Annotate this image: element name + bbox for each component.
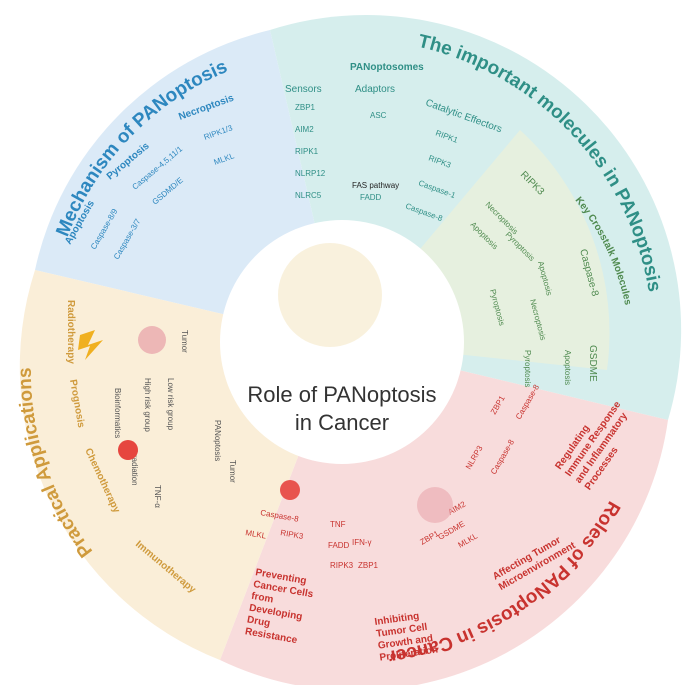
- center-title-line1: Role of PANoptosis: [247, 382, 436, 407]
- adaptors-title: Adaptors: [355, 84, 395, 95]
- gsdme-label-2: Apoptosis: [563, 350, 572, 385]
- adaptor-2: FAS pathway: [352, 181, 399, 190]
- app-label-tumor-1: Tumor: [180, 330, 189, 353]
- capsule-icon: [280, 480, 300, 500]
- center-title-line2: in Cancer: [295, 410, 389, 435]
- tumor-cluster-icon: [417, 487, 453, 523]
- app-label-low-risk: Low risk group: [166, 378, 175, 431]
- role4-title-3: from: [250, 591, 274, 606]
- crosstalk-gsdme: GSDME: [587, 345, 598, 382]
- sensor-4: NLRP12: [295, 169, 326, 178]
- sensors-title: Sensors: [285, 84, 322, 95]
- red-star-icon: [118, 440, 138, 460]
- sensor-1: ZBP1: [295, 103, 316, 112]
- app-label-tumor-2: Tumor: [228, 460, 237, 483]
- lightning-icon: [78, 330, 103, 360]
- adaptor-1: ASC: [370, 111, 387, 120]
- adaptor-3: FADD: [360, 193, 382, 202]
- role3-item-5: RIPK3: [330, 561, 354, 570]
- role3-item-2: IFN-γ: [352, 538, 372, 547]
- app-label-panoptosis: PANoptosis: [213, 420, 222, 461]
- role3-item-3: FADD: [328, 541, 350, 550]
- tumor-icon: [138, 326, 166, 354]
- role4-item-3: RIPK3: [280, 528, 305, 541]
- panoptosomes-title: PANoptosomes: [350, 62, 424, 73]
- sensor-2: AIM2: [295, 125, 314, 134]
- role3-item-1: TNF: [330, 520, 346, 529]
- app-label-tnf: TNF-α: [153, 485, 162, 508]
- gsdme-label-1: Pyroptosis: [523, 350, 532, 387]
- role4-title-5: Drug: [246, 614, 271, 629]
- sensor-5: NLRC5: [295, 191, 322, 200]
- app-label-irradiation: Irradiation: [130, 450, 139, 486]
- role4-item-2: MLKL: [245, 528, 268, 541]
- sensor-3: RIPK1: [295, 147, 319, 156]
- center-cell-icon: [278, 243, 382, 347]
- role3-item-4: ZBP1: [358, 561, 379, 570]
- app-item-radiotherapy: Radiotherapy: [65, 300, 76, 364]
- app-label-high-risk: High risk group: [143, 378, 152, 432]
- app-label-bioinformatics: Bioinformatics: [113, 388, 122, 438]
